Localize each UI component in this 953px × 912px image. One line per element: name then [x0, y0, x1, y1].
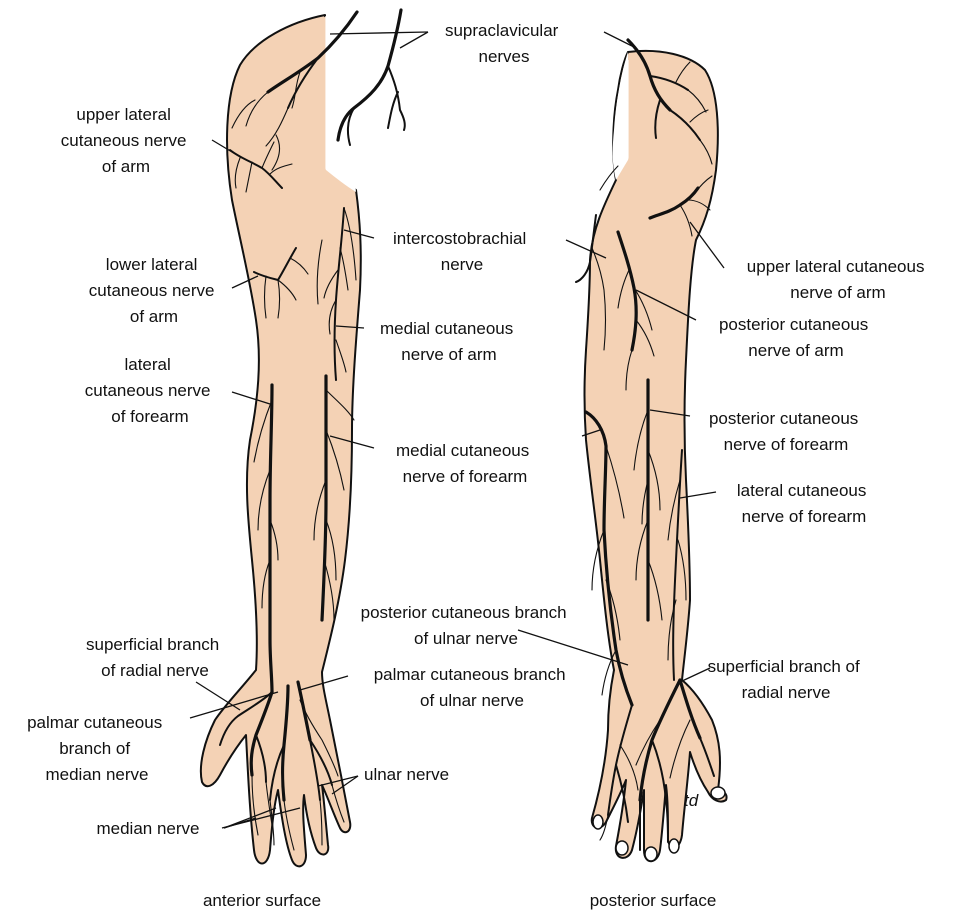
- label-lateral-forearm-anterior: lateral cutaneous nerve of forearm: [85, 355, 215, 426]
- label-superficial-radial-anterior: superficial branch of radial nerve: [86, 635, 224, 680]
- posterior-arm: [576, 40, 727, 861]
- label-palmar-ulnar: palmar cutaneous branch of ulnar nerve: [374, 665, 571, 710]
- label-supraclavicular: supraclavicular nerves: [445, 21, 563, 66]
- label-palmar-median: palmar cutaneous branch of median nerve: [27, 713, 167, 784]
- label-posterior-forearm: posterior cutaneous nerve of forearm: [709, 409, 863, 454]
- label-posterior-ulnar: posterior cutaneous branch of ulnar nerv…: [361, 603, 572, 648]
- artist-signature: td: [684, 791, 699, 810]
- caption-anterior: anterior surface: [203, 891, 321, 910]
- label-lateral-forearm-posterior: lateral cutaneous nerve of forearm: [737, 481, 871, 526]
- label-upper-lateral-anterior: upper lateral cutaneous nerve of arm: [61, 105, 191, 176]
- anterior-arm: [201, 10, 405, 866]
- label-medial-forearm: medial cutaneous nerve of forearm: [396, 441, 534, 486]
- label-upper-lateral-posterior: upper lateral cutaneous nerve of arm: [747, 257, 929, 302]
- label-superficial-radial-posterior: superficial branch of radial nerve: [708, 657, 865, 702]
- label-lower-lateral: lower lateral cutaneous nerve of arm: [89, 255, 219, 326]
- label-posterior-arm: posterior cutaneous nerve of arm: [719, 315, 873, 360]
- label-ulnar-nerve: ulnar nerve: [364, 765, 449, 784]
- caption-posterior: posterior surface: [590, 891, 717, 910]
- label-intercostobrachial: intercostobrachial nerve: [393, 229, 531, 274]
- label-medial-arm: medial cutaneous nerve of arm: [380, 319, 518, 364]
- label-median-nerve: median nerve: [96, 819, 199, 838]
